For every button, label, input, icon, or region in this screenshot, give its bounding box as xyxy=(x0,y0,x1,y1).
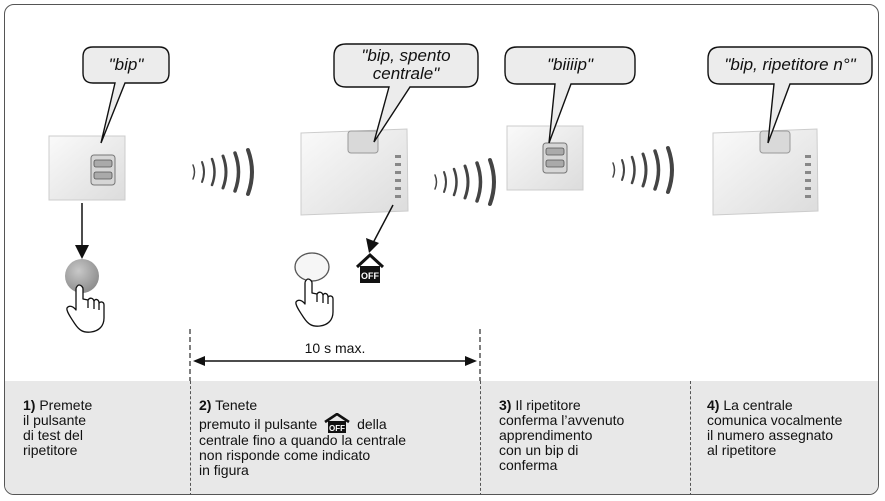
step-3-caption: 3) Il ripetitore conferma l’avvenuto app… xyxy=(499,398,679,473)
step-4-line: il numero assegnato xyxy=(707,427,834,443)
step-divider xyxy=(690,381,691,494)
step-2-caption: 2) Tenete premuto il pulsante OFF della … xyxy=(199,398,479,478)
step-divider xyxy=(190,381,191,494)
control-unit-4 xyxy=(712,128,819,216)
bubble-text-2-line1: "bip, spento xyxy=(361,46,451,65)
step-2-line: premuto il pulsante xyxy=(199,416,318,432)
repeater-device-1 xyxy=(48,135,126,201)
control-unit-2 xyxy=(300,128,409,216)
radio-waves-icon xyxy=(612,146,674,194)
bubble-text-4: "bip, ripetitore n°" xyxy=(724,55,856,74)
step-2-line: centrale fino a quando la centrale xyxy=(199,432,407,448)
bubble-text-2: "bip, spento centrale" xyxy=(334,47,478,83)
diagram-frame: OFF 10 s max. "bip" "bip, spento xyxy=(4,4,879,495)
test-button-icon xyxy=(65,259,99,293)
step-3-line: apprendimento xyxy=(499,427,593,443)
step-1-line: Premete xyxy=(39,397,93,413)
step-1-caption: 1) Premete il pulsante di test del ripet… xyxy=(23,398,183,458)
bubble-text-1: "bip" xyxy=(108,55,144,74)
step-3-line: conferma l’avvenuto xyxy=(499,412,625,428)
step-1-line: ripetitore xyxy=(23,442,78,458)
house-off-icon: OFF xyxy=(324,412,350,433)
off-icon-text: OFF xyxy=(361,271,379,281)
illustration: OFF 10 s max. xyxy=(48,125,819,381)
step-4-number: 4) xyxy=(707,397,720,413)
timing-label: 10 s max. xyxy=(305,340,366,356)
step-4-caption: 4) La centrale comunica vocalmente il nu… xyxy=(707,398,877,458)
step-4-line: al ripetitore xyxy=(707,442,777,458)
radio-waves-icon xyxy=(434,158,496,206)
hand-pointer-icon xyxy=(295,278,334,327)
step-1-number: 1) xyxy=(23,397,36,413)
step-3-line: Il ripetitore xyxy=(515,397,581,413)
hand-pointer-icon xyxy=(66,284,105,333)
step-3-number: 3) xyxy=(499,397,512,413)
house-off-icon: OFF xyxy=(355,252,385,283)
step-3-line: conferma xyxy=(499,457,558,473)
step-4-line: comunica vocalmente xyxy=(707,412,843,428)
step-2-line: non risponde come indicato xyxy=(199,447,371,463)
step-4-line: La centrale xyxy=(723,397,793,413)
radio-waves-icon xyxy=(192,148,254,196)
off-icon-text: OFF xyxy=(329,424,345,433)
step-1-line: il pulsante xyxy=(23,412,87,428)
arrow-down-icon xyxy=(75,203,89,259)
timing-indicator xyxy=(189,329,481,381)
step-2-line: in figura xyxy=(199,462,249,478)
bubble-text-3: "biiiip" xyxy=(546,55,594,74)
step-1-line: di test del xyxy=(23,427,83,443)
step-2-line: della xyxy=(357,416,387,432)
step-divider xyxy=(480,381,481,494)
step-2-line: Tenete xyxy=(215,397,258,413)
bubble-text-2-line2: centrale" xyxy=(372,64,440,83)
off-button-icon xyxy=(294,252,330,282)
repeater-device-3 xyxy=(506,125,584,191)
step-2-number: 2) xyxy=(199,397,212,413)
steps-footer xyxy=(5,381,878,494)
arrow-diagonal-icon xyxy=(366,204,394,253)
step-3-line: con un bip di xyxy=(499,442,579,458)
